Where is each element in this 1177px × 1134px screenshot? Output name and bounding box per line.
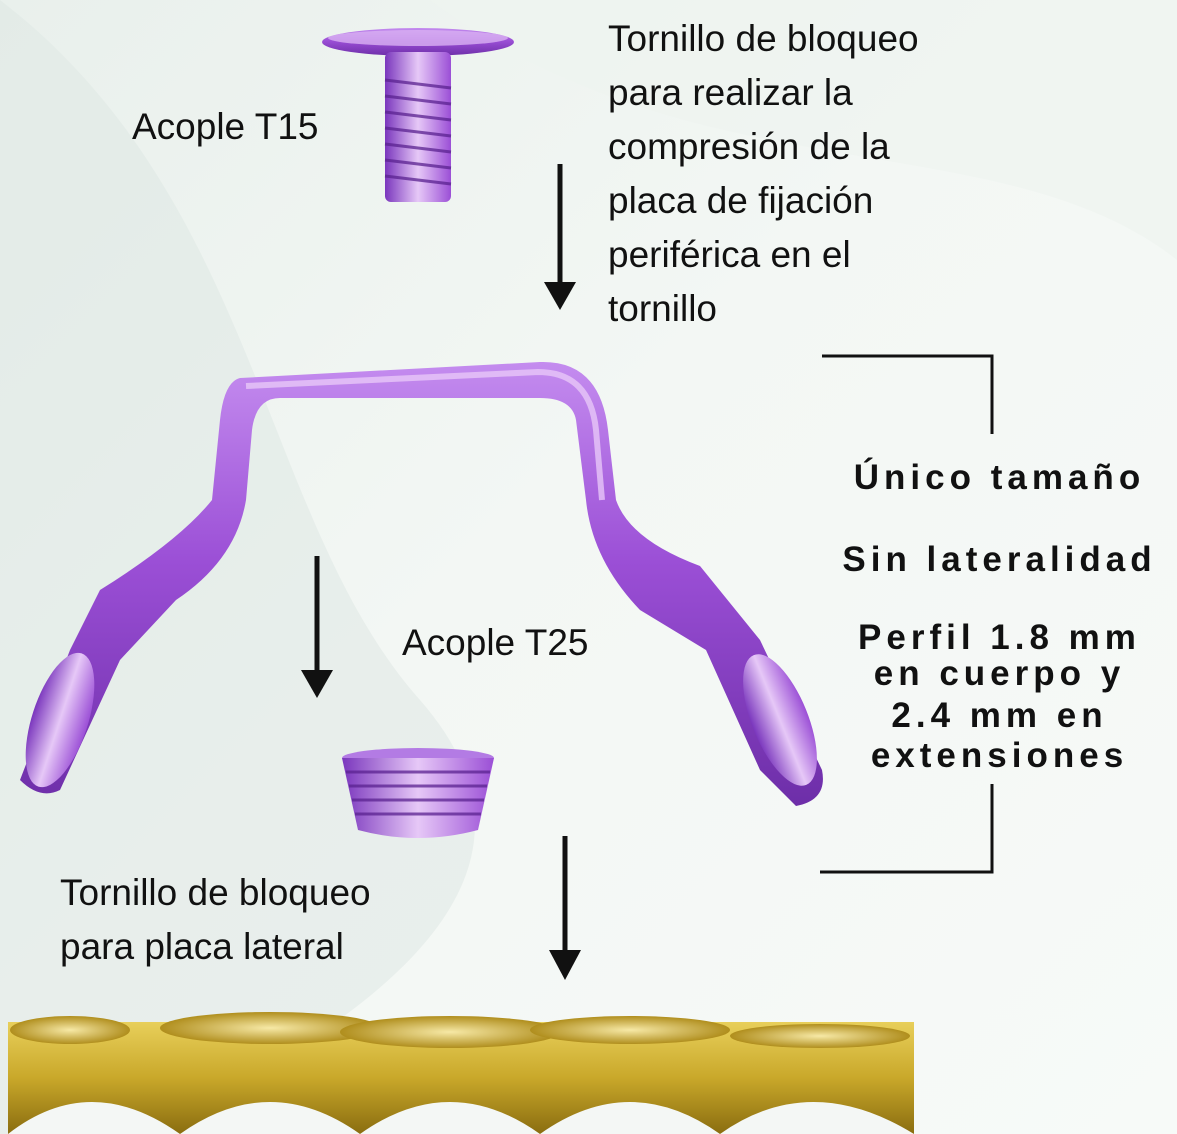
- spec-profile-line: extensiones: [870, 736, 1129, 775]
- spec-profile-line: 2.4 mm en: [891, 696, 1108, 735]
- down-arrow-icon: [549, 836, 581, 980]
- down-arrow-icon: [301, 556, 333, 698]
- lateral-plate: [8, 1012, 914, 1134]
- down-arrow-icon: [544, 164, 576, 310]
- acople-t15-label: Acople T15: [132, 106, 319, 147]
- spec-size: Único tamaño: [853, 458, 1146, 497]
- spec-profile-line: Perfil 1.8 mm: [858, 618, 1141, 657]
- locking-screw-t15: [322, 28, 514, 202]
- desc-line: placa de fijación: [608, 180, 874, 221]
- acople-t25-label: Acople T25: [402, 622, 589, 663]
- spec-laterality: Sin lateralidad: [842, 540, 1157, 579]
- peripheral-fixation-plate: [20, 361, 823, 806]
- desc-line: para realizar la: [608, 72, 853, 113]
- desc-line: Tornillo de bloqueo: [60, 872, 371, 913]
- desc-line: tornillo: [608, 288, 717, 329]
- locking-screw-t25: [342, 748, 494, 838]
- desc-line: compresión de la: [608, 126, 890, 167]
- desc-line: Tornillo de bloqueo: [608, 18, 919, 59]
- bracket-top: [822, 354, 994, 434]
- desc-line: periférica en el: [608, 234, 851, 275]
- desc-line: para placa lateral: [60, 926, 344, 967]
- spec-profile-line: en cuerpo y: [873, 654, 1126, 693]
- bracket-bottom: [820, 784, 994, 874]
